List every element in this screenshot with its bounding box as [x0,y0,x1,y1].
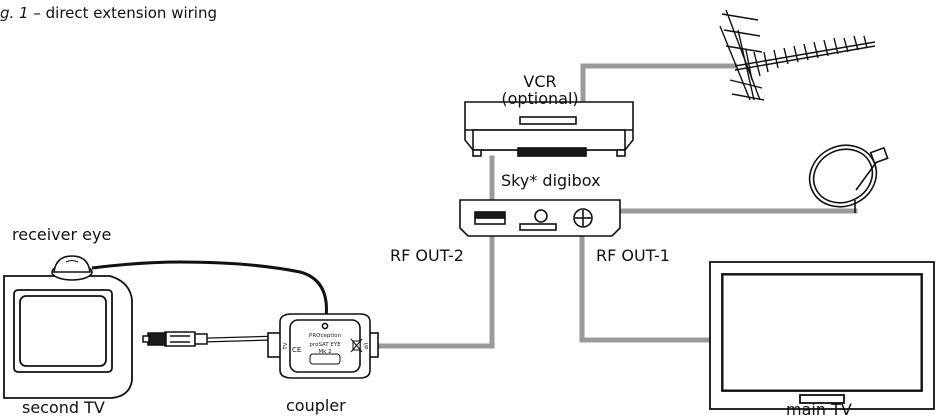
coupler-brand-line2: proSAT EYE [309,342,341,348]
second-tv-label: second TV [22,398,105,417]
vcr-label-line2: (optional) [501,89,579,108]
receiver-eye-label: receiver eye [12,225,112,244]
satellite-dish-icon [808,144,889,213]
aerial-icon [719,9,876,101]
figure-caption: g. 1 – direct extension wiring [0,4,217,22]
figure-number: g. 1 [0,4,29,22]
rf-out-2-label: RF OUT-2 [390,246,464,265]
coupler-icon: PROception proSAT EYE Mk 2 TV I/P CE [267,313,379,379]
cable-aerial-vcr [580,63,738,105]
tv-lead-icon [142,331,277,347]
weee-bin-icon [350,338,363,353]
coupler-port-left: TV [283,342,289,350]
vcr-icon [464,101,634,157]
vcr-label-line1: VCR [523,72,557,91]
coupler-port-right: I/P [362,343,368,350]
digibox-icon [459,199,621,237]
receiver-eye-icon [51,255,93,281]
main-tv-label: main TV [786,400,852,419]
ce-mark-icon: CE [292,346,301,354]
coupler-label: coupler [286,396,346,415]
second-tv-icon [3,275,133,399]
main-tv-icon [709,261,935,410]
vcr-optional-label: (optional) [480,91,600,107]
cable-rf-out-2 [373,232,495,349]
receiver-eye-cable [91,260,328,319]
figure-title: – direct extension wiring [33,4,218,22]
digibox-label: Sky* digibox [501,171,601,190]
coupler-brand-line1: PROception [309,333,341,339]
vcr-label: VCR [480,72,600,91]
rf-out-1-label: RF OUT-1 [596,246,670,265]
coupler-model: Mk 2 [318,349,331,355]
coax-cables [373,63,858,349]
cable-rf-out-1 [579,232,713,343]
